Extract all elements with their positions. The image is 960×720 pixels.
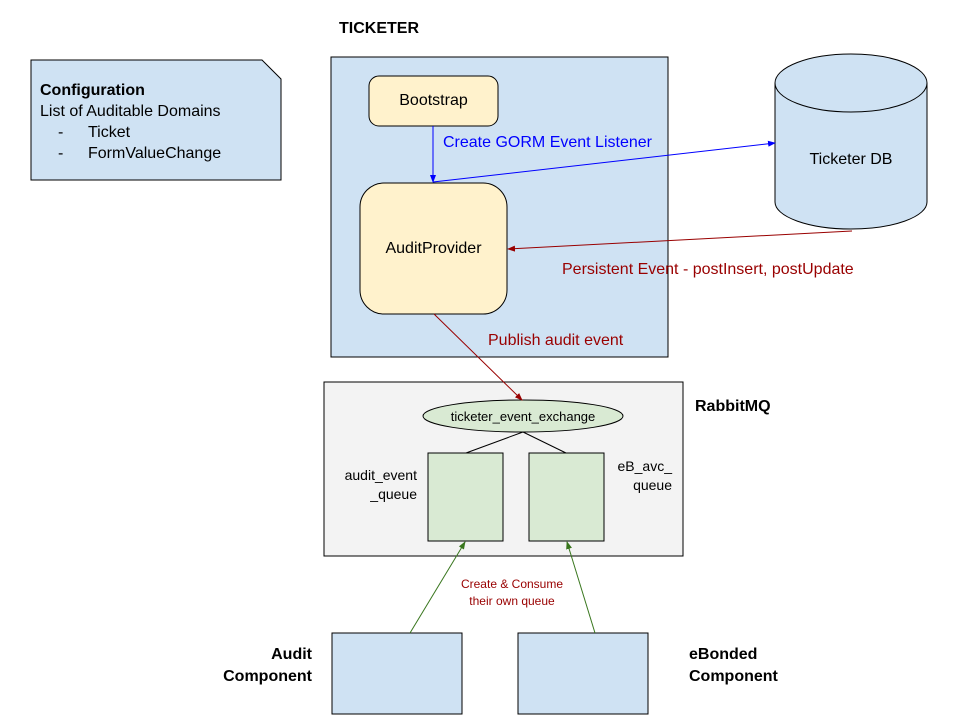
config-note-shape xyxy=(30,59,282,181)
publish-event-label: Publish audit event xyxy=(488,332,624,349)
eb-queue-node[interactable] xyxy=(528,452,605,542)
config-subheading: List of Auditable Domains xyxy=(40,103,221,120)
exchange-label: ticketer_event_exchange xyxy=(450,408,596,424)
rabbitmq-title: RabbitMQ xyxy=(695,398,771,415)
config-heading: Configuration xyxy=(40,82,145,99)
ebonded-component-label: eBonded Component xyxy=(689,646,778,685)
ticketer-db-label: Ticketer DB xyxy=(809,151,893,168)
persistent-event-label: Persistent Event - postInsert, postUpdat… xyxy=(562,261,854,278)
ticketer-db-node[interactable] xyxy=(774,53,928,230)
ebonded-component-node[interactable] xyxy=(517,632,649,715)
audit-component-to-queue-edge xyxy=(409,541,466,634)
config-item: -Ticket xyxy=(58,124,131,141)
audit-provider-node[interactable] xyxy=(359,182,508,315)
bootstrap-label: Bootstrap xyxy=(399,92,468,109)
audit-component-node[interactable] xyxy=(331,632,463,715)
audit-provider-label: AuditProvider xyxy=(385,239,482,257)
exchange-to-eb-queue-edge xyxy=(522,431,567,454)
db-to-provider-edge xyxy=(507,230,853,252)
exchange-to-audit-queue-edge xyxy=(465,431,524,454)
ticketer-title: TICKETER xyxy=(339,20,419,37)
config-note: Configuration List of Auditable Domains … xyxy=(40,80,221,164)
ebonded-component-to-queue-edge xyxy=(566,541,596,634)
provider-to-exchange-edge xyxy=(433,313,523,401)
audit-queue-label: audit_event _queue xyxy=(344,467,417,502)
create-listener-label: Create GORM Event Listener xyxy=(443,134,652,151)
audit-component-label: Audit Component xyxy=(223,646,312,685)
config-item: -FormValueChange xyxy=(58,145,222,162)
listener-to-db-edge xyxy=(432,140,776,183)
consume-label: Create & Consume their own queue xyxy=(460,577,564,608)
audit-queue-node[interactable] xyxy=(427,452,504,542)
eb-queue-label: eB_avc_ queue xyxy=(617,458,672,493)
